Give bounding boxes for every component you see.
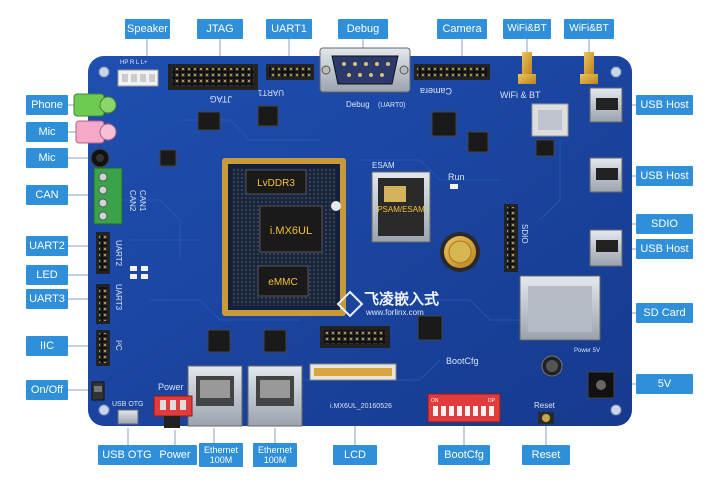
callout-wifi-bt-2: WiFi&BT [564,19,614,39]
callout-usb-otg: USB OTG [98,445,156,465]
bootcfg-silk: BootCfg [446,356,479,366]
wifi-antenna-connectors: WiFi & BT [500,52,598,137]
run-led-and-battery: Run [440,172,480,272]
power-and-otg: Power USB OTG [112,382,193,428]
callout-ethernet-1: Ethernet 100M [199,443,243,467]
run-silk: Run [448,172,465,182]
callout-led: LED [26,265,68,285]
callout-usb-host-2: USB Host [636,166,693,186]
callout-uart1: UART1 [266,19,312,39]
power5v-silk: Power 5V [574,348,600,354]
callout-iic: IIC [26,336,68,356]
callout-uart3: UART3 [26,289,68,309]
core-module: LvDDR3 i.MX6UL eMMC [222,158,346,316]
sd-card-slot [519,275,601,341]
callout-mic-2: Mic [26,148,68,168]
reset-silk: Reset [534,401,556,410]
callout-usb-host-1: USB Host [636,95,693,115]
can2-silk: CAN2 [128,190,137,212]
callout-jtag: JTAG [197,19,243,39]
left-pin-headers: UART2 UART3 I²C [96,232,123,366]
camera-silk: Camera [420,86,452,96]
uart1-silk: UART1 [257,88,284,97]
emmc-label: eMMC [268,277,297,288]
uart3-silk: UART3 [114,284,123,311]
ethernet-ports [187,365,303,427]
uart0-silk: (UART0) [378,102,405,109]
uart2-silk: UART2 [114,240,123,267]
uart1-header: UART1 [257,64,314,97]
model-silk: i.MX6UL_20160526 [330,403,392,410]
dip-dp-silk: DP [488,398,496,404]
debug-silk: Debug [346,100,370,109]
callout-5v: 5V [636,374,693,394]
callout-bootcfg: BootCfg [438,445,490,465]
sdio-silk: SDIO [520,224,529,244]
usb-otg-silk: USB OTG [112,401,144,408]
callout-mic-1: Mic [26,122,68,142]
callout-ethernet-2: Ethernet 100M [253,443,297,467]
ram-label: LvDDR3 [257,178,295,189]
reset-and-power-input: Reset Power 5V [534,348,615,424]
audio-silk: HP R L L+ [120,60,148,66]
wifi-bt-silk: WiFi & BT [500,90,541,100]
callout-lcd: LCD [333,445,377,465]
cpu-label: i.MX6UL [270,225,312,237]
callout-wifi-bt-1: WiFi&BT [503,19,551,39]
small-components [159,105,555,353]
callout-phone: Phone [26,95,68,115]
brand-logo: 飞凌嵌入式 www.forlinx.com [336,290,439,318]
esam-slot: ESAM PSAM/ESAM [371,161,431,243]
jtag-header: JTAG [168,64,258,104]
lcd-connector: i.MX6UL_20160526 [309,326,397,410]
on-off-switch [91,381,105,401]
usb-host-ports [589,87,623,267]
callout-reset: Reset [522,445,570,465]
iic-silk: I²C [114,340,123,351]
callout-sdio: SDIO [636,214,693,234]
can-terminal-block: CAN2 CAN1 [93,167,147,225]
jtag-silk: JTAG [210,94,232,104]
brand-chinese: 飞凌嵌入式 [364,290,439,308]
callout-camera: Camera [437,19,487,39]
sdio-header: SDIO [504,204,529,272]
status-leds [130,266,148,279]
speaker-connector: HP R L L+ [117,60,159,87]
callout-debug: Debug [338,19,388,39]
callout-speaker: Speaker [125,19,170,39]
mounting-holes [98,66,622,416]
brand-site: www.forlinx.com [365,308,424,317]
esam-silk: ESAM [372,161,395,170]
dip-on-silk: ON [431,398,439,404]
debug-db9-connector: Debug (UART0) [319,47,411,109]
callout-on-off: On/Off [26,380,68,400]
callout-uart2: UART2 [26,236,68,256]
callout-can: CAN [26,185,68,205]
psam-esam-label: PSAM/ESAM [377,205,425,214]
callout-power: Power [153,445,197,465]
camera-header: Camera [414,64,490,96]
can1-silk: CAN1 [138,190,147,212]
callout-sd-card: SD Card [636,303,693,323]
audio-jacks [73,93,117,168]
bootcfg-dip-switch: BootCfg ON DP [427,356,501,423]
callout-usb-host-3: USB Host [636,239,693,259]
power-silk: Power [158,382,184,392]
